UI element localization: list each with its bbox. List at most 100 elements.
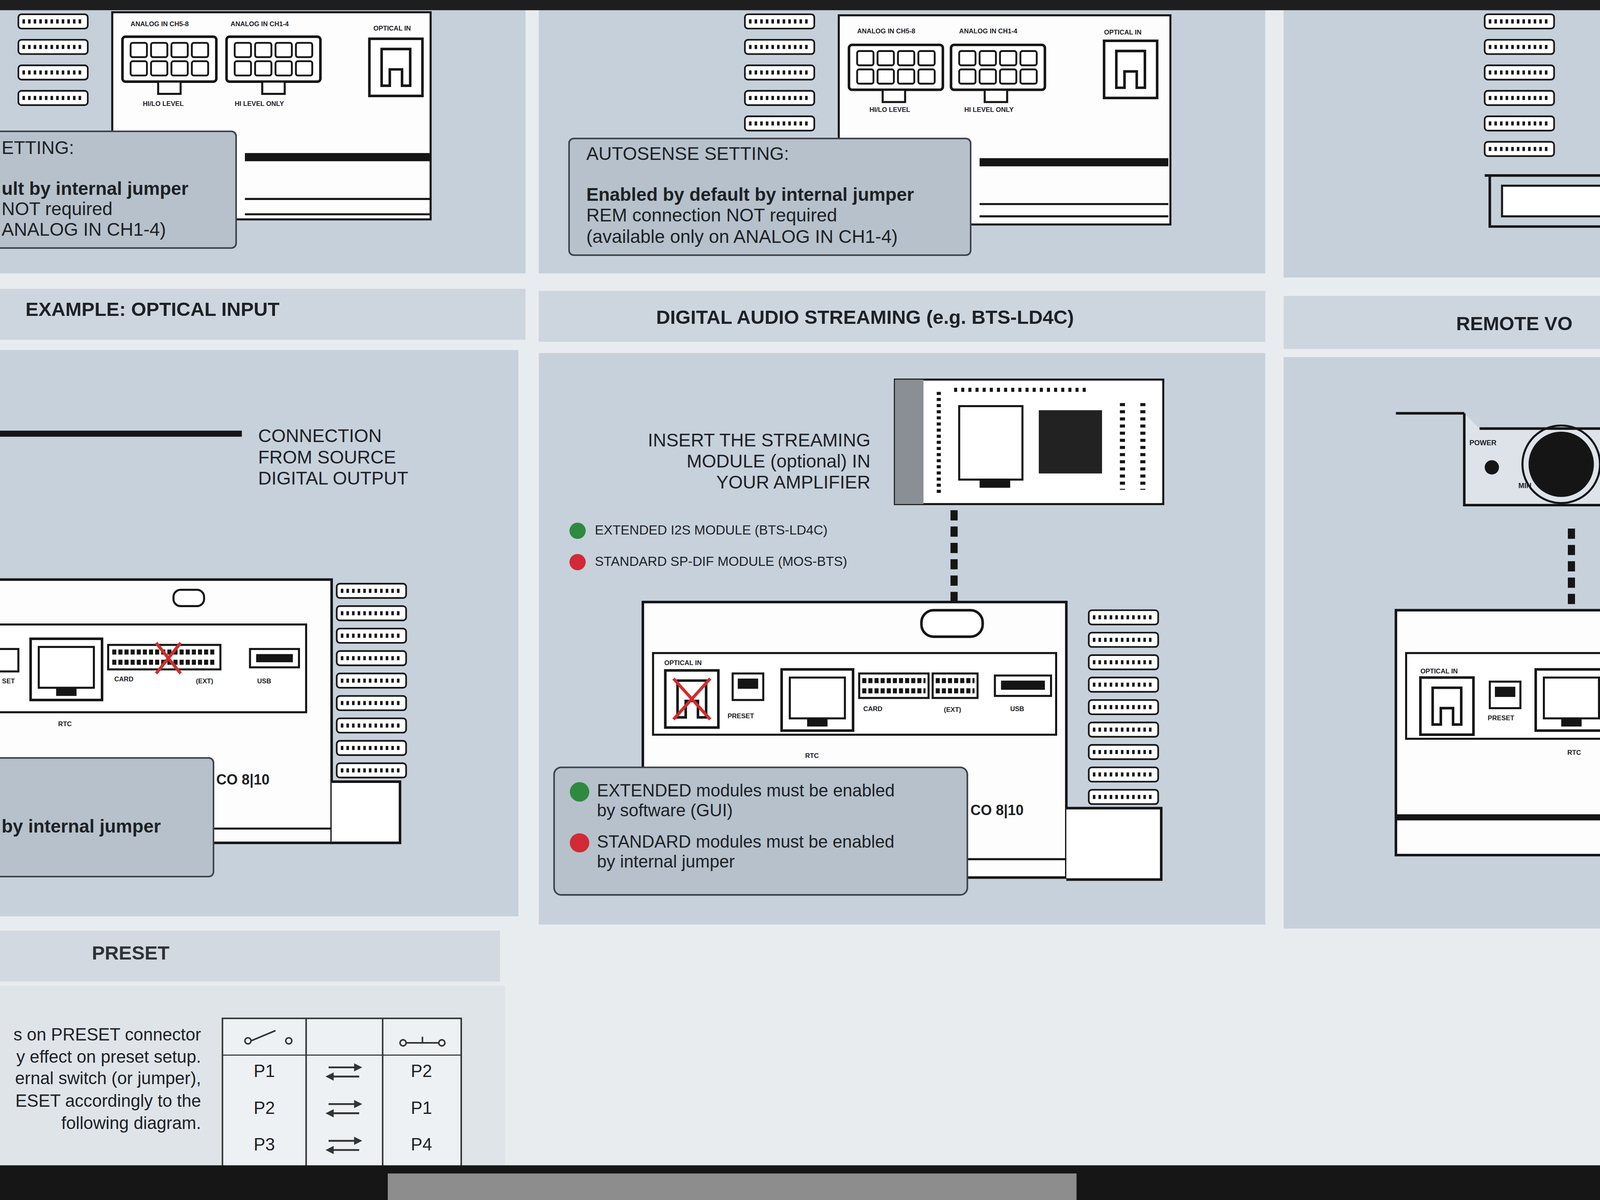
amplifier-drawing bbox=[1088, 744, 1159, 760]
port-label: USB bbox=[1010, 705, 1025, 713]
table-cell: P4 bbox=[410, 1134, 432, 1155]
amplifier-drawing bbox=[234, 42, 312, 76]
amplifier-drawing bbox=[1088, 655, 1159, 670]
amplifier-drawing bbox=[369, 38, 423, 97]
swap-arrows bbox=[328, 1140, 356, 1143]
port-label: USB bbox=[257, 677, 272, 685]
swap-arrows bbox=[353, 1063, 363, 1072]
amplifier-drawing bbox=[921, 610, 983, 637]
remote-control bbox=[1528, 431, 1595, 498]
callout-text: (available only on ANALOG IN CH1-4) bbox=[586, 226, 898, 248]
section-heading: EXAMPLE: OPTICAL INPUT bbox=[25, 298, 280, 321]
screen-ground bbox=[1283, 10, 1600, 278]
amplifier-drawing bbox=[18, 39, 88, 54]
amplifier-drawing bbox=[173, 589, 204, 606]
amplifier-drawing bbox=[737, 678, 758, 689]
preset-table bbox=[381, 1018, 384, 1172]
preset-table bbox=[222, 1018, 462, 1172]
callout-text: ult by internal jumper bbox=[1, 178, 189, 200]
port-label: RTC bbox=[805, 751, 819, 760]
amplifier-drawing bbox=[1484, 65, 1554, 80]
preset-table bbox=[421, 1036, 424, 1043]
screen-ground bbox=[0, 288, 526, 341]
preset-table bbox=[285, 1037, 292, 1044]
screen-ground bbox=[1283, 296, 1600, 350]
screen-ground bbox=[538, 353, 1266, 925]
swap-arrows bbox=[332, 1112, 360, 1115]
screen-ground bbox=[538, 10, 1266, 274]
amplifier-drawing bbox=[331, 781, 400, 843]
legend-text: STANDARD modules must be enabled by inte… bbox=[596, 831, 906, 872]
amplifier-drawing bbox=[1396, 610, 1600, 856]
callout-heading: by internal jumper bbox=[1, 815, 161, 837]
callout-text: NOT required bbox=[1, 198, 113, 220]
port-label: OPTICAL IN bbox=[1420, 667, 1458, 675]
amplifier-drawing bbox=[336, 583, 407, 599]
amplifier-drawing bbox=[1066, 808, 1162, 880]
legend-dot bbox=[569, 833, 590, 853]
amplifier-drawing bbox=[0, 624, 306, 713]
amplifier-drawing bbox=[1088, 722, 1159, 737]
amplifier-drawing bbox=[1405, 653, 1600, 739]
port-label: OPTICAL IN bbox=[664, 659, 702, 667]
amplifier-drawing bbox=[336, 651, 407, 666]
amplifier-drawing bbox=[979, 215, 1169, 218]
amplifier-drawing bbox=[155, 642, 181, 674]
preset-table bbox=[244, 1037, 251, 1044]
amplifier-drawing bbox=[1103, 40, 1158, 99]
control-label: POWER bbox=[1469, 438, 1497, 448]
legend-dot bbox=[569, 782, 590, 802]
control-label: MIN bbox=[1518, 481, 1532, 491]
amplifier-drawing bbox=[18, 90, 88, 106]
level-label: HI LEVEL ONLY bbox=[234, 100, 284, 108]
amplifier-drawing bbox=[130, 42, 208, 76]
swap-arrows bbox=[325, 1109, 334, 1118]
amplifier-drawing bbox=[979, 203, 1169, 206]
amplifier-drawing bbox=[336, 763, 407, 778]
legend-text: EXTENDED modules must be enabled by soft… bbox=[596, 780, 906, 821]
amplifier-drawing bbox=[744, 65, 815, 80]
amplifier-drawing bbox=[1489, 681, 1521, 709]
streaming-module bbox=[1119, 403, 1125, 491]
amplifier-drawing bbox=[653, 653, 1057, 735]
note-line: following diagram. bbox=[61, 1113, 202, 1133]
legend-dot bbox=[569, 522, 586, 539]
connector-label: ANALOG IN CH5-8 bbox=[857, 27, 916, 35]
swap-arrows bbox=[353, 1100, 363, 1109]
callout-box bbox=[553, 767, 968, 895]
preset-table bbox=[305, 1018, 308, 1172]
streaming-module bbox=[894, 379, 924, 505]
amplifier-drawing bbox=[158, 81, 181, 95]
amplifier-drawing bbox=[244, 213, 431, 216]
streaming-module bbox=[1140, 403, 1146, 491]
callout-heading: AUTOSENSE SETTING: bbox=[586, 143, 789, 165]
port-label: CARD bbox=[114, 675, 134, 683]
preset-table bbox=[222, 1054, 462, 1056]
connection-note: CONNECTION FROM SOURCE DIGITAL OUTPUT bbox=[258, 425, 428, 489]
amplifier-drawing bbox=[744, 39, 815, 54]
source-cable bbox=[0, 430, 242, 437]
amplifier-drawing bbox=[336, 673, 407, 688]
remote-control bbox=[1464, 413, 1600, 505]
amplifier-drawing bbox=[1484, 141, 1554, 156]
table-cell: P2 bbox=[253, 1098, 275, 1118]
level-label: HI/LO LEVEL bbox=[869, 105, 911, 114]
amplifier-drawing bbox=[30, 638, 102, 700]
amplifier-drawing bbox=[1088, 677, 1159, 692]
amplifier-drawing bbox=[932, 673, 978, 699]
amplifier-drawing bbox=[0, 648, 19, 672]
swap-arrows bbox=[353, 1136, 363, 1146]
screen-ground bbox=[0, 930, 500, 982]
amplifier-drawing bbox=[1484, 39, 1554, 54]
port-label: PRESET bbox=[1487, 714, 1515, 722]
insert-arrow bbox=[1567, 528, 1575, 623]
connector-label: OPTICAL IN bbox=[1103, 28, 1142, 37]
connector-label: ANALOG IN CH1-4 bbox=[230, 20, 289, 28]
connector-label: ANALOG IN CH5-8 bbox=[130, 20, 189, 28]
amplifier-drawing bbox=[1001, 680, 1046, 690]
amplifier-drawing bbox=[959, 51, 1037, 84]
legend-text: EXTENDED I2S MODULE (BTS-LD4C) bbox=[594, 522, 828, 538]
port-label: CARD bbox=[863, 705, 883, 713]
amplifier-drawing bbox=[244, 153, 431, 162]
preset-table bbox=[222, 1018, 462, 1172]
